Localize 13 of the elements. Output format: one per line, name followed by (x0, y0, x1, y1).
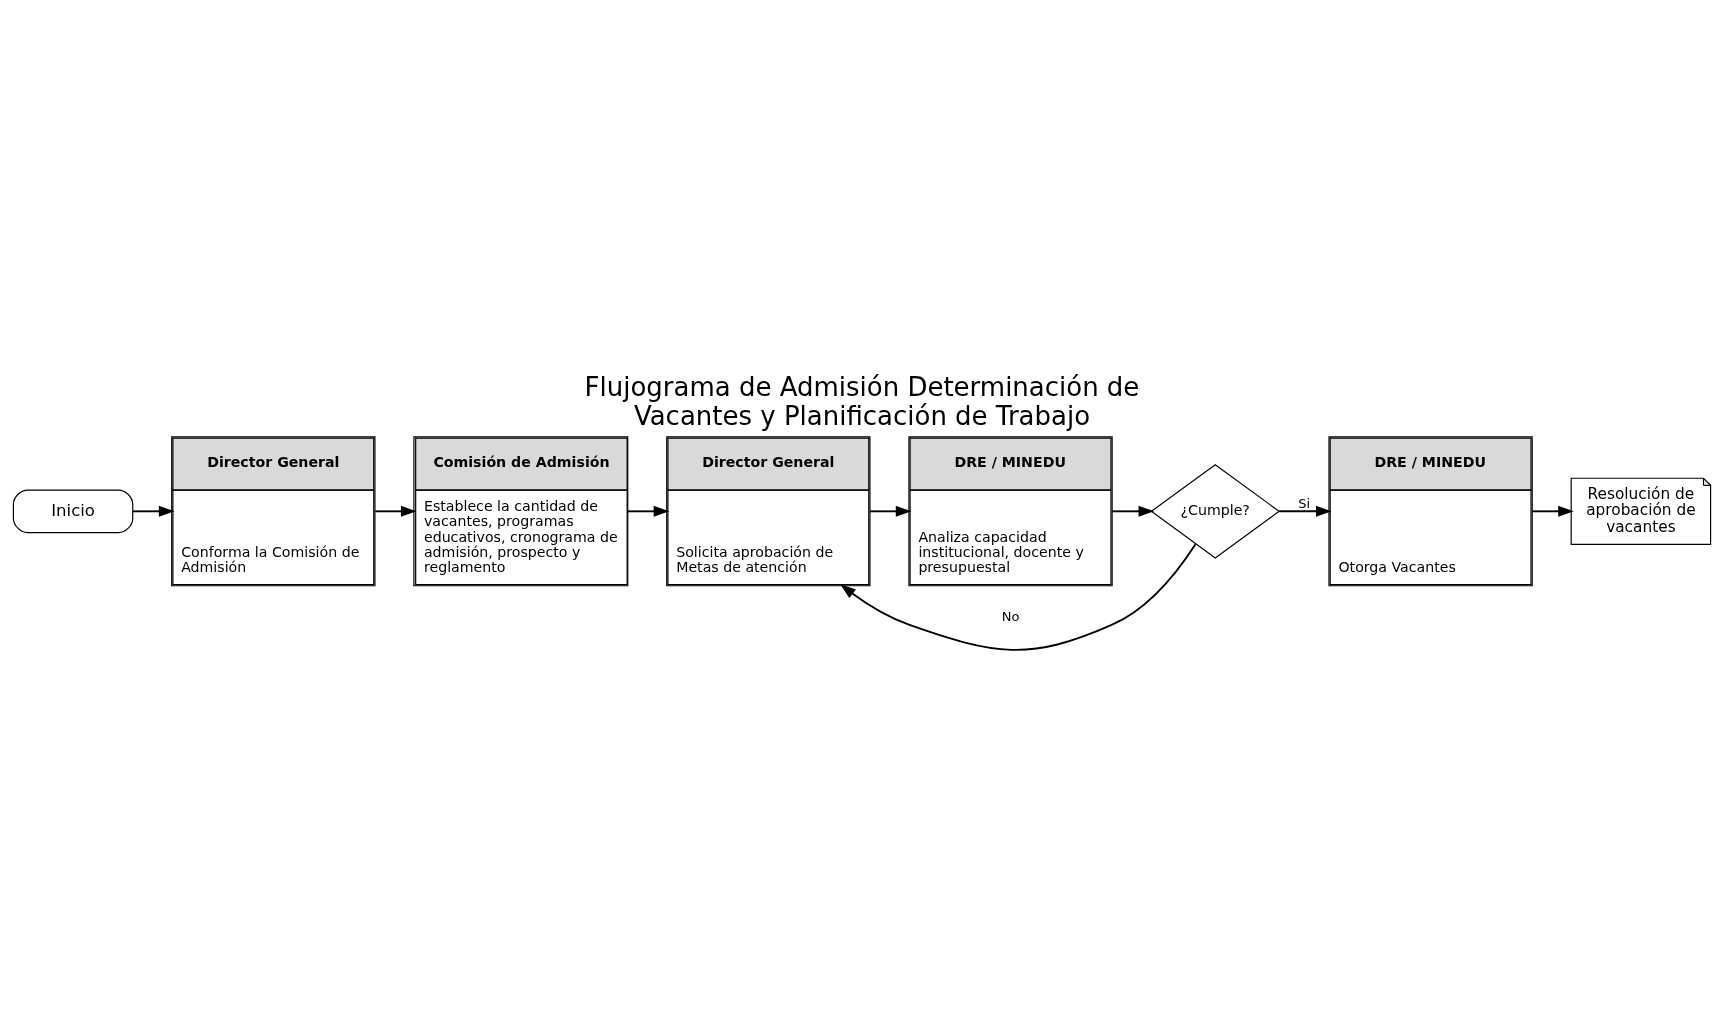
arrow (1531, 505, 1574, 517)
diagram-title: Flujograma de Admisión Determinación de Vacantes y Planificación de Trabajo (584, 372, 1140, 431)
edge-label: No (1001, 608, 1020, 624)
node-box: Inicio (12, 489, 134, 534)
arrow (840, 543, 1197, 651)
arrow (132, 505, 175, 517)
edge-label: Si (1298, 495, 1311, 511)
arrow (869, 505, 912, 517)
arrow (626, 505, 670, 517)
arrow (1278, 505, 1332, 517)
arrow (374, 505, 417, 517)
arrow (1111, 505, 1155, 517)
node-diamond: ¿Cumple? (1150, 463, 1281, 559)
